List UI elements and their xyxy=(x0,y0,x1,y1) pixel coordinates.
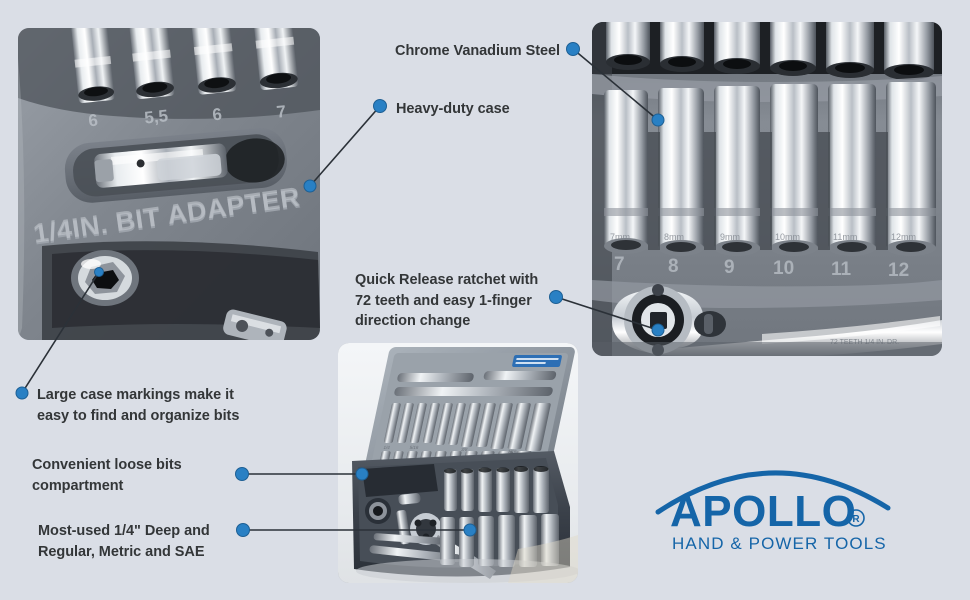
logo-arc xyxy=(655,470,891,515)
svg-text:11mm: 11mm xyxy=(833,232,857,242)
svg-text:7/16: 7/16 xyxy=(507,449,517,454)
callout-dot-large-case-markings xyxy=(15,386,29,400)
svg-text:11: 11 xyxy=(831,259,852,280)
svg-text:1/4: 1/4 xyxy=(383,445,391,450)
callout-dot-deep-and-regular-sockets xyxy=(236,523,250,537)
case-markings-photo: 6 5,5 6 7 1/4IN. BIT ADAPTER 1/4IN. xyxy=(18,28,320,340)
svg-text:3/8: 3/8 xyxy=(461,447,469,452)
logo-wordmark: APOLLO xyxy=(670,487,856,536)
deep-sockets-photo: 7mm 8mm 9mm xyxy=(592,22,942,356)
svg-text:R: R xyxy=(852,514,860,525)
callout-dot-heavy-duty-case xyxy=(373,99,387,113)
callout-loose-bits-compartment: Convenient loose bits compartment xyxy=(32,457,182,494)
callout-dot-chrome-vanadium-steel xyxy=(566,42,580,56)
svg-text:8mm: 8mm xyxy=(664,232,684,242)
callout-dot-quick-release-ratchet xyxy=(549,290,563,304)
svg-text:9: 9 xyxy=(724,257,735,278)
logo-registered-icon: R xyxy=(847,509,865,527)
svg-text:9mm: 9mm xyxy=(720,232,740,242)
svg-text:12mm: 12mm xyxy=(891,232,916,242)
svg-text:7: 7 xyxy=(276,102,287,122)
svg-text:7mm: 7mm xyxy=(610,232,630,242)
callout-large-case-markings: Large case markings make it easy to find… xyxy=(37,387,240,424)
callout-dot-loose-bits-compartment xyxy=(235,467,249,481)
callout-chrome-vanadium-steel: Chrome Vanadium Steel xyxy=(395,43,560,59)
svg-text:7: 7 xyxy=(614,254,625,275)
connector-line-heavy-duty-case xyxy=(309,105,381,187)
svg-text:10mm: 10mm xyxy=(775,232,800,242)
svg-text:6: 6 xyxy=(87,111,98,131)
svg-text:5/16: 5/16 xyxy=(409,445,419,450)
callout-quick-release-ratchet: Quick Release ratchet with 72 teeth and … xyxy=(355,272,539,330)
open-case-photo: 1/45/16 3/87/16 1/2 xyxy=(338,343,578,583)
callout-heavy-duty-case: Heavy-duty case xyxy=(396,101,510,117)
svg-text:5,5: 5,5 xyxy=(143,106,168,127)
svg-text:10: 10 xyxy=(773,258,794,279)
svg-text:6: 6 xyxy=(211,105,222,125)
svg-text:12: 12 xyxy=(888,260,909,281)
apollo-logo: APOLLO R HAND & POWER TOOLS xyxy=(652,452,892,560)
svg-text:8: 8 xyxy=(668,256,679,277)
logo-tagline: HAND & POWER TOOLS xyxy=(672,534,887,553)
callout-deep-and-regular-sockets: Most-used 1/4" Deep and Regular, Metric … xyxy=(38,523,210,560)
